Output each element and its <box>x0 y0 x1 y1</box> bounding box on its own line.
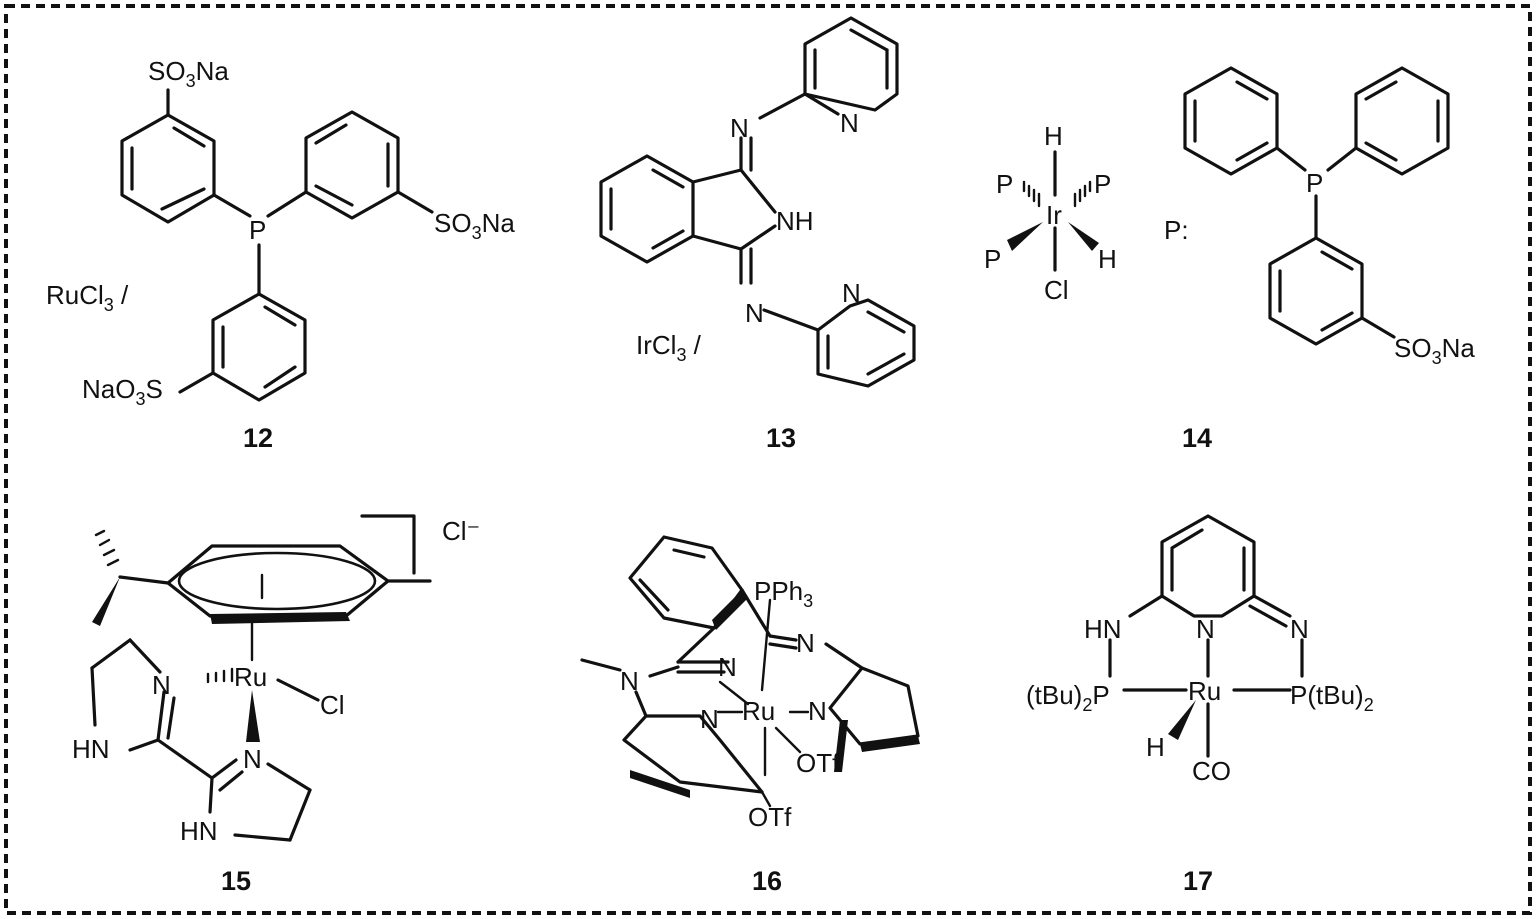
ptbu2-right-label: P(tBu)2 <box>1290 680 1374 715</box>
imine-n-right-label-16: N <box>796 628 815 658</box>
hn-lower-label: HN <box>180 816 218 846</box>
so3na-label-top: SO3Na <box>148 56 229 91</box>
tppms-ligand-structure <box>1183 66 1450 346</box>
phosphorus-label: P <box>249 215 266 245</box>
pyridine-n-left-label-16: N <box>700 704 719 734</box>
so3na-label-right: SO3Na <box>434 208 515 243</box>
compound-13-labels: N N NH N N IrCl3 / 13 <box>636 108 861 453</box>
compound-number-13: 13 <box>766 423 796 453</box>
pyridine-n-bottom-label: N <box>842 278 861 308</box>
compound-12-labels: SO3Na P SO3Na RuCl3 / NaO3S 12 <box>46 56 515 453</box>
imine-n-label-17: N <box>1290 614 1309 644</box>
pyridine-n-label-17: N <box>1196 614 1215 644</box>
pyridine-n-right-label-16: N <box>808 696 827 726</box>
nh-label: NH <box>776 206 814 236</box>
phosphine-p-upper-right-label: P <box>1094 169 1111 199</box>
ircl3-reagent-label: IrCl3 / <box>636 330 702 365</box>
compound-12-structure <box>120 88 434 402</box>
hydride-top-label: H <box>1044 121 1063 151</box>
compound-16-structure <box>580 535 920 808</box>
phosphine-p-upper-left-label: P <box>996 169 1013 199</box>
otf-bottom-label: OTf <box>748 802 792 832</box>
imidazoline-n-right-label: N <box>243 744 262 774</box>
compound-number-12: 12 <box>243 423 273 453</box>
imine-n-top-label: N <box>730 113 749 143</box>
compound-number-14: 14 <box>1182 423 1212 453</box>
compound-number-16: 16 <box>752 866 782 896</box>
ru-chloride-label: Cl <box>320 690 345 720</box>
ruthenium-label-16: Ru <box>742 696 775 726</box>
iridium-label: Ir <box>1046 200 1062 230</box>
imine-n-left-label-16: N <box>718 652 737 682</box>
pyridine-n-top-label: N <box>840 108 859 138</box>
compound-15-labels: Cl⁻ Ru Cl N N HN HN 15 <box>72 516 480 896</box>
ruthenium-label-17: Ru <box>1188 676 1221 706</box>
compound-13-structure <box>599 16 916 388</box>
compound-14-labels: H P P Ir P H Cl P: 14 <box>984 121 1212 453</box>
chloride-counterion-label: Cl⁻ <box>442 516 480 546</box>
chloride-label: Cl <box>1044 275 1069 305</box>
nao3s-label: NaO3S <box>82 374 163 409</box>
hn-upper-label: HN <box>72 734 110 764</box>
ruthenium-label-15: Ru <box>234 662 267 692</box>
tppms-ligand-labels: P SO3Na <box>1306 168 1475 368</box>
imidazoline-n-left-label: N <box>152 670 171 700</box>
compound-14-structure <box>1007 150 1099 272</box>
otf-right-label: OTf <box>796 748 840 778</box>
compound-number-15: 15 <box>221 866 251 896</box>
hydride-label-17: H <box>1146 732 1165 762</box>
ptbu2-left-label: (tBu)2P <box>1026 680 1110 715</box>
pph3-label: PPh3 <box>754 576 813 611</box>
compound-17-labels: N N HN (tBu)2P Ru P(tBu)2 H CO 17 <box>1026 614 1374 896</box>
rucl3-reagent-label: RuCl3 / <box>46 280 129 315</box>
methyl-amine-n-label: N <box>620 666 639 696</box>
compound-number-17: 17 <box>1183 866 1213 896</box>
p-definition-label: P: <box>1164 215 1189 245</box>
compound-17-structure <box>1108 514 1304 758</box>
hydride-right-label: H <box>1098 244 1117 274</box>
tppms-phosphorus-label: P <box>1306 168 1323 198</box>
phosphine-p-lower-left-label: P <box>984 244 1001 274</box>
compound-15-structure <box>90 514 432 842</box>
imine-n-bottom-label: N <box>745 298 764 328</box>
carbonyl-label: CO <box>1192 756 1231 786</box>
hn-label-17: HN <box>1084 614 1122 644</box>
tppms-so3na-label: SO3Na <box>1394 333 1475 368</box>
compound-16-labels: PPh3 N N N Ru N N OTf OTf 16 <box>620 576 840 896</box>
